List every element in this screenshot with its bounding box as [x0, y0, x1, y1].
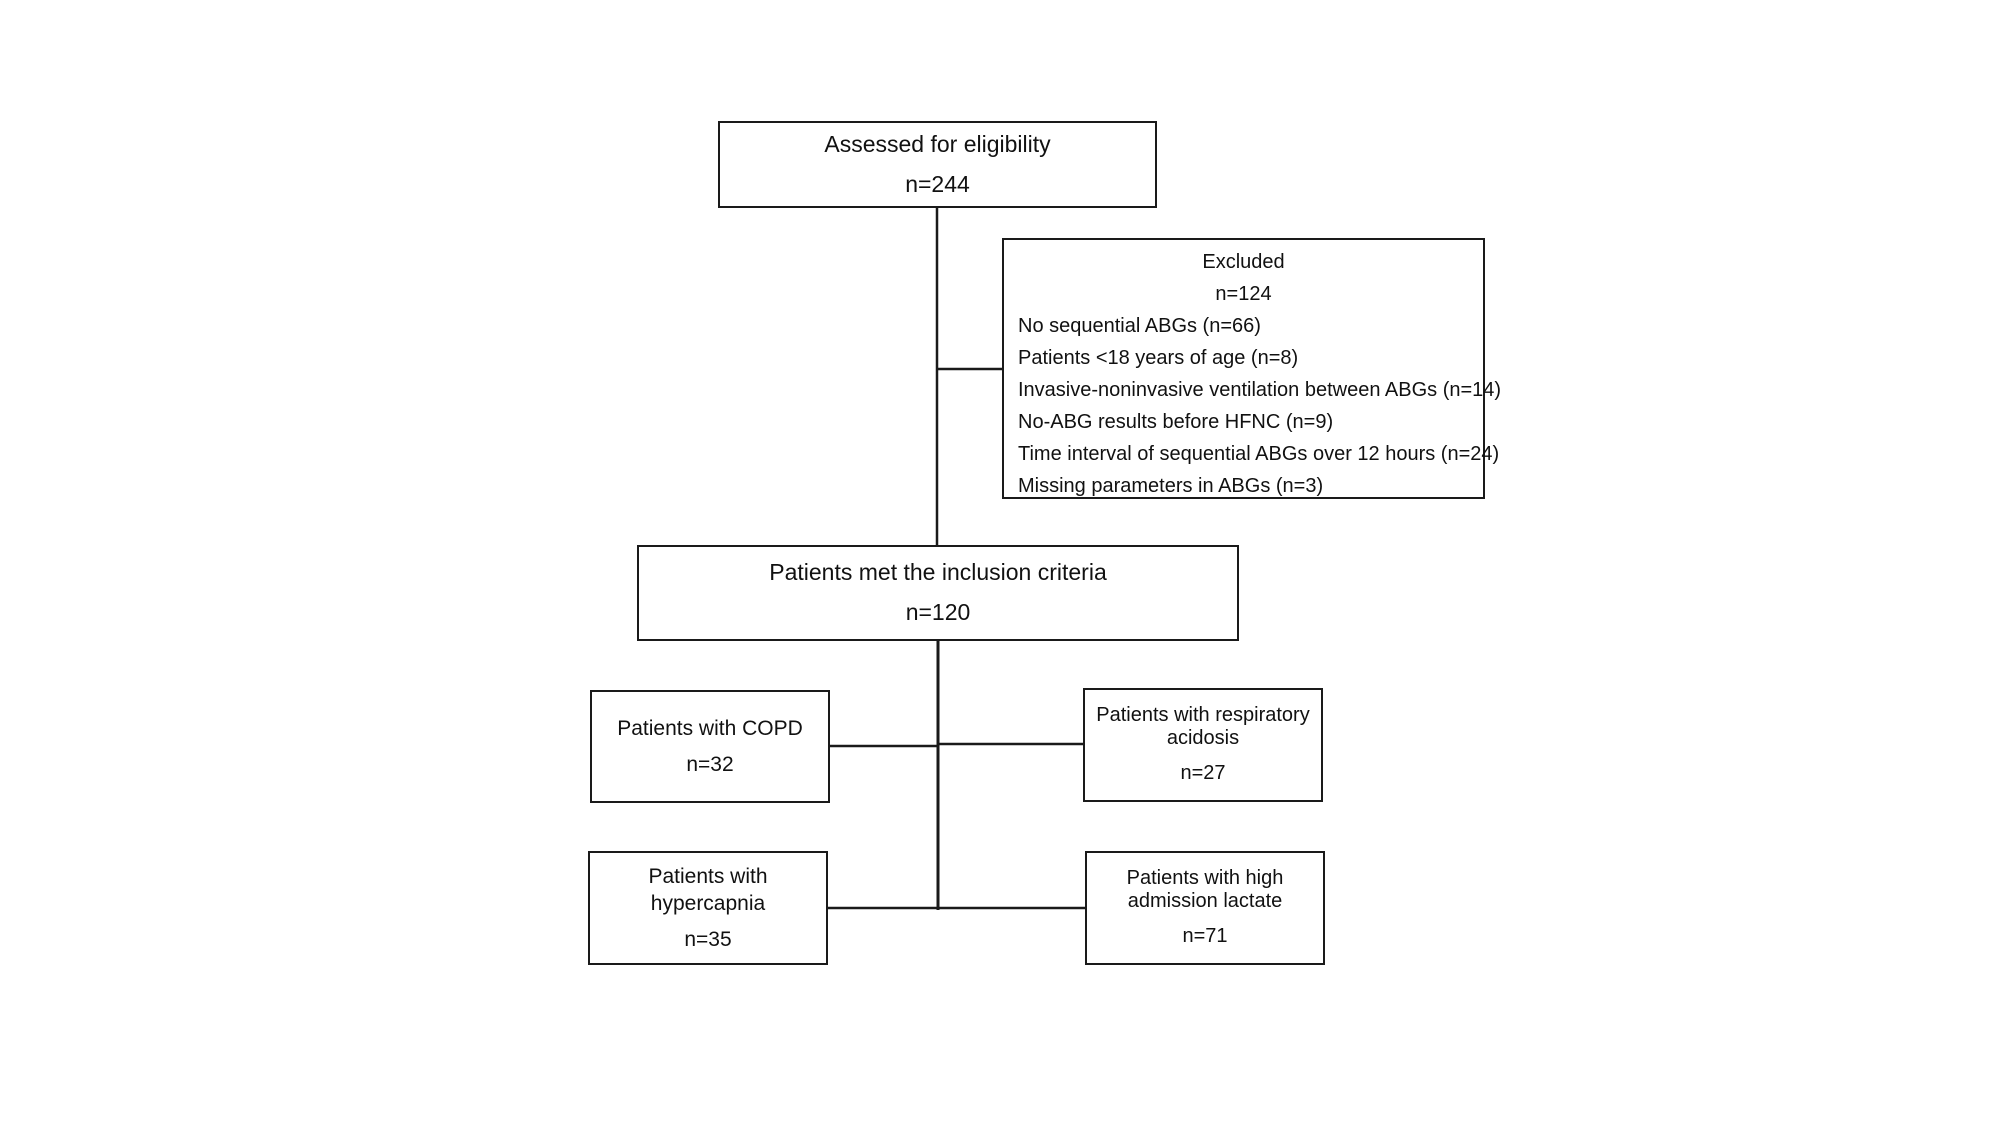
excluded-item: Patients <18 years of age (n=8): [1018, 347, 1299, 369]
hypercapnia-box: Patients with hypercapnia n=35: [588, 851, 828, 965]
high-lactate-count: n=71: [1182, 925, 1228, 948]
excluded-title: Excluded: [1202, 251, 1285, 273]
included-box: Patients met the inclusion criteria n=12…: [637, 545, 1239, 641]
high-lactate-title: Patients with high admission lactate: [1126, 866, 1284, 912]
respiratory-acidosis-count: n=27: [1180, 762, 1226, 785]
copd-count: n=32: [686, 752, 734, 776]
excluded-item: Missing parameters in ABGs (n=3): [1018, 475, 1324, 497]
included-count: n=120: [905, 599, 971, 625]
high-lactate-box: Patients with high admission lactate n=7…: [1085, 851, 1325, 965]
excluded-item: No-ABG results before HFNC (n=9): [1018, 411, 1334, 433]
assessed-title: Assessed for eligibility: [824, 130, 1051, 157]
hypercapnia-count: n=35: [684, 927, 732, 951]
excluded-count: n=124: [1215, 283, 1272, 305]
excluded-box: Excluded n=124 No sequential ABGs (n=66)…: [1002, 238, 1502, 499]
assessed-box: Assessed for eligibility n=244: [718, 121, 1157, 208]
respiratory-acidosis-box: Patients with respiratory acidosis n=27: [1083, 688, 1323, 802]
copd-box: Patients with COPD n=32: [590, 690, 830, 803]
respiratory-acidosis-title: Patients with respiratory acidosis: [1096, 703, 1310, 749]
included-title: Patients met the inclusion criteria: [769, 559, 1107, 586]
hypercapnia-title: Patients with hypercapnia: [648, 865, 768, 916]
assessed-count: n=244: [905, 170, 970, 197]
excluded-item: Invasive-noninvasive ventilation between…: [1018, 379, 1502, 401]
excluded-item: No sequential ABGs (n=66): [1018, 315, 1261, 337]
excluded-item: Time interval of sequential ABGs over 12…: [1018, 443, 1500, 465]
copd-title: Patients with COPD: [617, 717, 803, 741]
